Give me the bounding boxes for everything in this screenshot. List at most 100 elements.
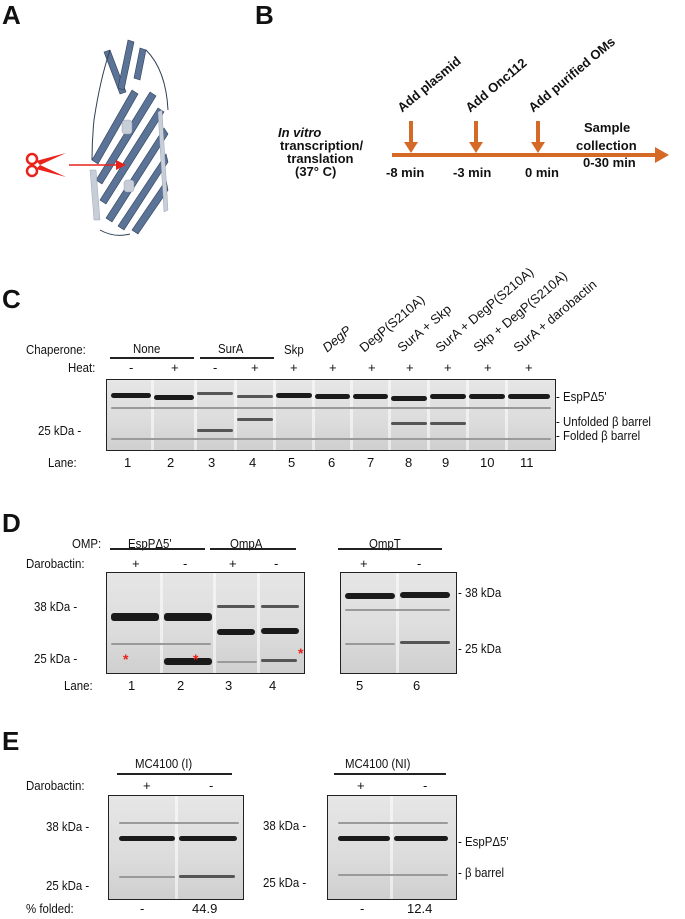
asterisk-marker: * — [298, 645, 304, 661]
gel-c — [106, 379, 556, 451]
omp-group-ompa: OmpA — [230, 536, 263, 551]
lane-num: 10 — [480, 455, 495, 470]
event-time-2: -3 min — [453, 165, 492, 180]
gel-d-right — [340, 572, 457, 674]
timeline-start-italic: In vitro — [278, 125, 322, 140]
darobactin-e-2: - — [209, 778, 214, 793]
event-label-oms: Add purified OMs — [525, 33, 618, 116]
heat-lane-7: + — [368, 360, 376, 375]
darobactin-lane-5: + — [360, 556, 368, 571]
event-arrow-3-shaft — [536, 121, 540, 143]
marker-25kda-e1: 25 kDa - — [46, 878, 90, 893]
chaperone-skp: Skp — [284, 342, 304, 357]
lane-num: 9 — [442, 455, 450, 470]
heat-lane-8: + — [406, 360, 414, 375]
scissors-icon — [25, 152, 126, 178]
label-esppd5: - EspPΔ5' — [556, 389, 607, 404]
event-arrow-2-shaft — [474, 121, 478, 143]
asterisk-marker: * — [193, 651, 199, 667]
gel-e-induced — [108, 795, 244, 900]
event-time-3: 0 min — [525, 165, 559, 180]
row-label-darobactin-e: Darobactin: — [26, 778, 85, 793]
lane-num: 3 — [225, 678, 233, 693]
darobactin-lane-2: - — [183, 556, 188, 571]
timeline-axis — [392, 153, 657, 157]
gel-e-noninduced — [327, 795, 457, 900]
omp-group-ompt: OmpT — [369, 536, 401, 551]
strain-underline-noninduced — [334, 773, 446, 775]
marker-25kda-d-right: - 25 kDa — [458, 641, 502, 656]
group-label-sura: SurA — [218, 341, 244, 356]
end-label-line2: collection — [576, 138, 637, 153]
panel-d-label: D — [2, 508, 21, 538]
panel-b-label: B — [255, 0, 274, 30]
heat-lane-10: + — [484, 360, 492, 375]
heat-lane-3: - — [213, 360, 218, 375]
end-label-line3: 0-30 min — [583, 155, 636, 170]
heat-lane-11: + — [525, 360, 533, 375]
strain-label-induced: MC4100 (I) — [135, 756, 193, 771]
darobactin-e-4: - — [423, 778, 428, 793]
marker-38kda-e1: 38 kDa - — [46, 819, 90, 834]
darobactin-e-3: + — [357, 778, 365, 793]
row-label-percent-folded: % folded: — [26, 901, 74, 916]
down-arrow-icon — [531, 142, 545, 153]
percent-folded-3: - — [360, 901, 365, 916]
lane-num: 5 — [288, 455, 296, 470]
down-arrow-icon — [404, 142, 418, 153]
event-label-plasmid: Add plasmid — [394, 53, 464, 115]
heat-lane-1: - — [129, 360, 134, 375]
group-underline-sura — [200, 357, 274, 359]
marker-25kda-e2: 25 kDa - — [263, 875, 307, 890]
lane-num: 3 — [208, 455, 216, 470]
lane-num: 6 — [413, 678, 421, 693]
heat-lane-6: + — [329, 360, 337, 375]
lane-num: 7 — [367, 455, 375, 470]
row-label-lane-c: Lane: — [48, 455, 77, 470]
lane-num: 2 — [177, 678, 185, 693]
lane-num: 5 — [356, 678, 364, 693]
omp-group-esppd5: EspPΔ5' — [128, 536, 172, 551]
event-arrow-1-shaft — [409, 121, 413, 143]
group-underline-ompa — [210, 548, 296, 550]
marker-25kda-d-left: 25 kDa - — [34, 651, 78, 666]
heat-lane-2: + — [171, 360, 179, 375]
beta-barrel-structure-icon — [89, 39, 169, 236]
event-label-onc112: Add Onc112 — [462, 55, 530, 115]
percent-folded-4: 12.4 — [407, 901, 433, 916]
panel-e-label: E — [2, 726, 20, 756]
group-underline-none — [110, 357, 194, 359]
lane-num: 8 — [405, 455, 413, 470]
lane-num: 6 — [328, 455, 336, 470]
timeline-arrowhead-icon — [655, 147, 669, 163]
marker-38kda-e2: 38 kDa - — [263, 818, 307, 833]
darobactin-lane-1: + — [132, 556, 140, 571]
strain-underline-induced — [117, 773, 232, 775]
timeline-start-line3: (37° C) — [295, 164, 337, 179]
heat-lane-5: + — [290, 360, 298, 375]
lane-num: 2 — [167, 455, 175, 470]
marker-38kda-d-right: - 38 kDa — [458, 585, 502, 600]
group-label-none: None — [133, 341, 161, 356]
lane-num: 1 — [128, 678, 136, 693]
row-label-darobactin-d: Darobactin: — [26, 556, 85, 571]
row-label-omp: OMP: — [72, 536, 102, 551]
percent-folded-2: 44.9 — [192, 901, 218, 916]
timeline-start-line2: translation — [287, 151, 354, 166]
heat-lane-4: + — [251, 360, 259, 375]
timeline-start-line1: transcription/ — [280, 138, 364, 153]
group-underline-esp — [110, 548, 205, 550]
panel-c-label: C — [2, 284, 21, 314]
gel-d-left — [106, 572, 305, 674]
event-time-1: -8 min — [386, 165, 425, 180]
down-arrow-icon — [469, 142, 483, 153]
panel-a-label: A — [2, 0, 21, 30]
strain-label-noninduced: MC4100 (NI) — [345, 756, 411, 771]
row-label-heat: Heat: — [68, 360, 96, 375]
lane-num: 11 — [520, 455, 534, 470]
asterisk-marker: * — [123, 651, 129, 667]
marker-38kda-d-left: 38 kDa - — [34, 599, 78, 614]
darobactin-e-1: + — [143, 778, 151, 793]
marker-25kda-c: 25 kDa - — [38, 423, 82, 438]
lane-num: 4 — [249, 455, 257, 470]
